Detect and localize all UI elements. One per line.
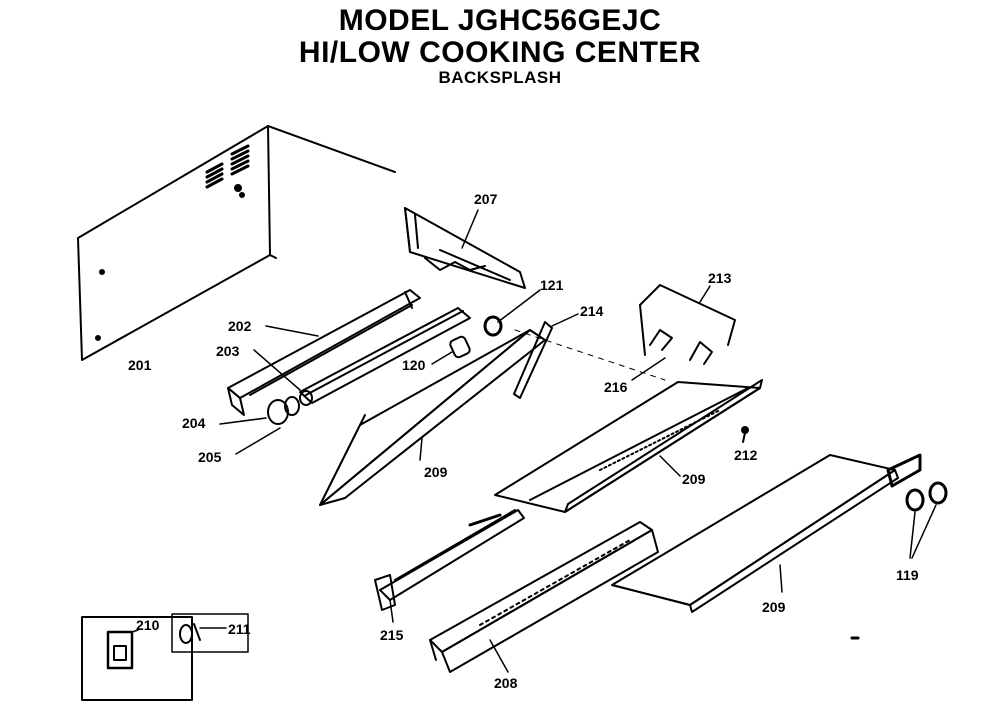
leader-203 [253,349,301,391]
model-title: MODEL JGHC56GEJC [338,4,662,37]
leader-202 [265,325,319,337]
callout-215: 215 [380,627,404,643]
callout-209-middle: 209 [682,471,706,487]
leader-208 [489,639,509,673]
leader-205 [235,427,281,455]
part-202-channel [227,289,421,416]
part-213-clips [639,284,736,365]
leader-209-lower [779,564,783,593]
leader-204 [219,417,267,425]
leader-120 [431,351,453,365]
section-title: BACKSPLASH [438,68,562,87]
part-201-rear-panel [77,125,396,361]
callout-202: 202 [228,318,252,334]
callout-119: 119 [896,567,919,583]
leader-209-middle [659,455,681,477]
callout-203: 203 [216,343,240,359]
callout-208: 208 [494,675,518,691]
part-121-lampholder [483,315,503,337]
leader-119a [909,511,916,559]
callout-211: 211 [228,621,251,637]
callout-201: 201 [128,357,152,373]
leader-121 [497,289,541,323]
callout-120: 120 [402,357,426,373]
alignment-line [514,329,666,381]
leader-216 [631,357,666,381]
part-209-panel-upper [319,329,546,506]
part-203-tube [299,307,471,406]
callout-209-upper: 209 [424,464,448,480]
part-119-knobs [905,481,948,512]
part-209-panel-lower [611,453,922,613]
part-214-strip [513,321,553,399]
leader-209-upper [419,437,423,461]
leader-214 [551,313,579,327]
part-120-lampholder [449,335,471,359]
callout-205: 205 [198,449,222,465]
leader-213 [699,285,711,303]
callout-210: 210 [136,617,160,633]
part-209-panel-middle [494,379,763,513]
callout-216: 216 [604,379,628,395]
leader-119b [911,504,937,559]
callout-207: 207 [474,191,498,207]
callout-212: 212 [734,447,758,463]
callout-121: 121 [540,277,564,293]
part-207-bracket [404,207,526,289]
callout-213: 213 [708,270,732,286]
part-204-starter [267,396,300,425]
callout-204: 204 [182,415,206,431]
inset-parts-210-211 [81,613,249,701]
leader-215 [389,599,394,623]
part-215-bracket [374,509,525,611]
callout-214: 214 [580,303,604,319]
leader-210 [131,629,139,633]
part-212-screw [741,426,749,443]
product-title: HI/LOW COOKING CENTER [298,36,702,69]
callout-209-lower: 209 [762,599,786,615]
leader-207 [461,209,479,249]
part-208-trim [429,521,659,673]
